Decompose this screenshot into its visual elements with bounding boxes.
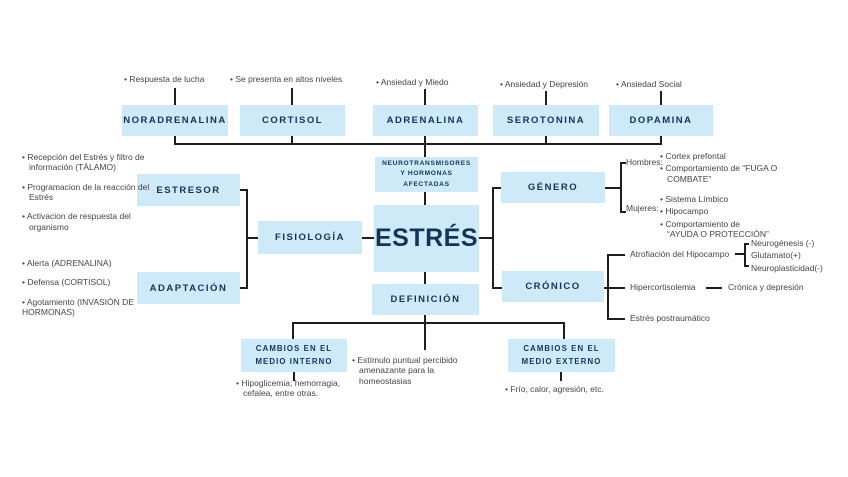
node-neurotransmisores: NEUROTRANSMISORES Y HORMONAS AFECTADAS (375, 157, 478, 192)
connector-line (607, 318, 625, 320)
connector-line (424, 136, 426, 144)
note-item: • Agotamiento (INVASIÓN DE HORMONAS) (22, 296, 134, 318)
note-dopamina: • Ansiedad Social (616, 79, 682, 89)
note-serotonina: • Ansiedad y Depresión (500, 79, 589, 89)
connector-line (424, 322, 426, 350)
node-estres: ESTRÉS (374, 205, 479, 272)
connector-line (563, 322, 565, 339)
connector-line (424, 89, 426, 105)
note-adrenalina: • Ansiedad y Miedo (376, 77, 449, 87)
node-adrenalina: ADRENALINA (373, 105, 478, 136)
branch-hipercortisolemia: Hipercortisolemia (630, 282, 696, 292)
node-medio-externo: CAMBIOS EN EL MEDIO EXTERNO (508, 339, 615, 372)
connector-line (607, 254, 625, 256)
connector-line (293, 372, 295, 381)
connector-line (620, 162, 626, 164)
note-item: • Hipocampo (660, 206, 709, 217)
connector-line (246, 237, 258, 239)
connector-line (424, 315, 426, 324)
estresor-notes: • Recepción del Estrés y filtro de infor… (22, 152, 156, 241)
note-medio-interno: • Hipoglicemia, hemorragia, cefalea, ent… (236, 378, 341, 399)
connector-line (744, 243, 746, 267)
label-mujeres: Mujeres: (626, 203, 659, 213)
node-genero: GÉNERO (501, 172, 605, 203)
note-item: Neuroplasticidad(-) (751, 262, 823, 273)
note-item: • Sistema Límbico (660, 194, 729, 204)
connector-line (424, 145, 426, 157)
connector-line (492, 287, 502, 289)
connector-line (604, 287, 609, 289)
note-item: Neurogénesis (-) (751, 238, 815, 248)
branch-atrofiacion: Atrofiación del Hipocampo (630, 249, 730, 259)
connector-line (424, 272, 426, 284)
connector-line (545, 136, 547, 144)
mujeres-notes: • Sistema Límbico • Hipocampo • Comporta… (660, 194, 772, 241)
connector-line (706, 287, 722, 289)
node-estresor: ESTRESOR (137, 174, 240, 206)
connector-line (744, 243, 749, 245)
note-item: • Alerta (ADRENALINA) (22, 258, 112, 268)
connector-line (620, 211, 626, 213)
node-adaptacion: ADAPTACIÓN (137, 272, 240, 304)
connector-line (362, 237, 374, 239)
connector-line (660, 136, 662, 144)
connector-line (240, 287, 248, 289)
atrofiacion-subnotes: Neurogénesis (-) Glutamato(+) Neuroplast… (751, 238, 823, 275)
connector-line (545, 91, 547, 105)
connector-line (660, 91, 662, 105)
node-fisiologia: FISIOLOGÍA (258, 221, 362, 254)
connector-line (292, 322, 565, 324)
connector-line (246, 189, 248, 289)
connector-line (174, 88, 176, 105)
note-noradrenalina: • Respuesta de lucha (124, 74, 205, 84)
note-item: • Programacion de la reacción del Estrés (22, 181, 150, 203)
connector-line (174, 136, 176, 144)
adaptacion-notes: • Alerta (ADRENALINA) • Defensa (CORTISO… (22, 258, 157, 326)
subnote-cronica-depresion: Crónica y depresión (728, 282, 804, 292)
connector-line (479, 237, 493, 239)
node-dopamina: DOPAMINA (609, 105, 713, 136)
connector-line (492, 187, 501, 189)
node-cronico: CRÓNICO (502, 271, 604, 302)
connector-line (620, 162, 622, 213)
node-definicion: DEFINICIÓN (372, 284, 479, 315)
note-item: • Comportamiento de “AYUDA O PROTECCIÓN” (660, 218, 769, 240)
node-noradrenalina: NORADRENALINA (122, 105, 228, 136)
connector-line (424, 192, 426, 205)
node-cortisol: CORTISOL (240, 105, 345, 136)
connector-line (492, 187, 494, 289)
connector-line (607, 287, 625, 289)
note-item: • Defensa (CORTISOL) (22, 277, 111, 288)
connector-line (240, 189, 248, 191)
connector-line (292, 322, 294, 339)
label-hombres: Hombres: (626, 157, 663, 167)
note-item: • Comportamiento de “FUGA O COMBATE” (660, 163, 778, 184)
note-item: • Activacion de respuesta del organismo (22, 211, 131, 232)
node-serotonina: SEROTONINA (493, 105, 599, 136)
connector-line (560, 372, 562, 381)
connector-line (291, 88, 293, 105)
note-cortisol: • Se presenta en altos niveles (230, 74, 343, 84)
branch-postraumatico: Estrés postraumático (630, 313, 710, 323)
connector-line (174, 143, 662, 145)
connector-line (291, 136, 293, 144)
note-medio-externo: • Frío, calor, agresión, etc. (505, 384, 604, 394)
connector-line (744, 265, 749, 267)
connector-line (605, 187, 621, 189)
note-item: • Cortex prefontal (660, 151, 726, 161)
note-item: • Recepción del Estrés y filtro de infor… (22, 152, 145, 173)
hombres-notes: • Cortex prefontal • Comportamiento de “… (660, 151, 788, 186)
node-medio-interno: CAMBIOS EN EL MEDIO INTERNO (241, 339, 347, 372)
note-item: Glutamato(+) (751, 250, 801, 261)
connector-line (735, 253, 745, 255)
note-estimulo: • Estímulo puntual percibido amenazante … (352, 355, 458, 386)
